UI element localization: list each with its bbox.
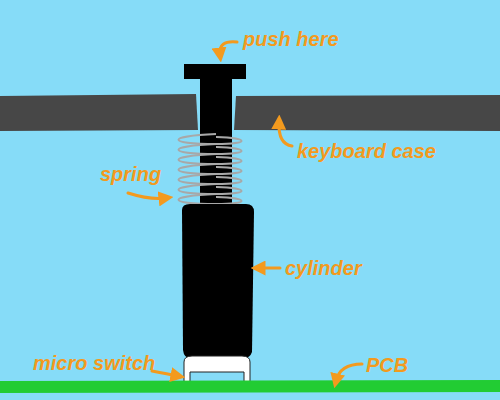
callout-label: cylinder [285, 257, 362, 279]
spring-turn [179, 164, 242, 174]
leader-line [336, 364, 362, 381]
plunger-cap [184, 64, 246, 79]
callout-label: push here [243, 28, 339, 50]
leader-line [152, 371, 178, 376]
spring-coil [179, 134, 242, 204]
callout-label: micro switch [33, 352, 155, 374]
leader-lines [128, 42, 362, 381]
callout-label: PCB [366, 354, 408, 376]
leader-line [279, 122, 292, 146]
cylinder [182, 204, 254, 358]
keyboard-case-right [234, 95, 500, 131]
micro-switch [184, 356, 250, 382]
spring-turn [179, 184, 242, 194]
spring-turn [179, 144, 242, 154]
leader-line [220, 42, 237, 55]
spring-turn [179, 194, 242, 204]
callout-label: keyboard case [297, 140, 436, 162]
spring-turn [179, 174, 242, 184]
spring-turn [179, 154, 242, 164]
spring-turn [179, 134, 242, 144]
leader-line [258, 267, 280, 270]
leader-line [128, 193, 166, 198]
pcb [0, 380, 500, 393]
keyboard-case-left [0, 94, 198, 131]
callout-label: spring [100, 163, 161, 185]
